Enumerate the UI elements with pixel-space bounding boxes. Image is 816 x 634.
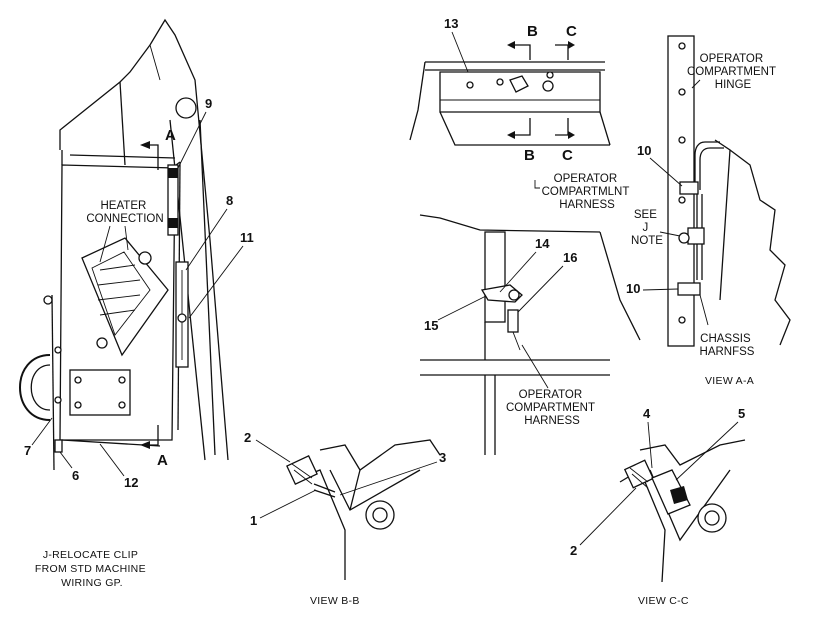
- callout-10-top: 10: [637, 143, 651, 158]
- callout-2-bb: 2: [244, 430, 251, 445]
- top-center-detail: B B C C 13 OPERATOR COMPARTMLNT HARNESS: [409, 16, 633, 211]
- section-c-bottom-arrow: [555, 118, 569, 136]
- view-cc-caption: VIEW C-C: [638, 595, 689, 607]
- section-mark-a-top: A: [165, 127, 176, 144]
- operator-compartment-hinge-label: OPERATOR COMPARTMENT HINGE: [687, 53, 779, 91]
- clip-strip: [167, 164, 179, 236]
- bb-connector: [286, 455, 318, 485]
- section-a-top-arrow: [150, 144, 159, 170]
- section-mark-c-bottom: C: [562, 147, 573, 164]
- operator-compartment-harness-label-top: OPERATOR COMPARTMLNT HARNESS: [542, 173, 633, 211]
- heater-fitting: [138, 251, 152, 265]
- callout-14: 14: [535, 236, 550, 251]
- clip-10-top: [679, 181, 699, 195]
- callout-9: 9: [205, 96, 212, 111]
- section-b-top-arrow: [515, 44, 531, 60]
- section-b-bottom-arrow: [515, 118, 531, 136]
- vertical-pillar: [484, 231, 506, 323]
- section-a-bottom-arrow: [150, 425, 159, 446]
- hinge-pin: [175, 97, 197, 119]
- section-mark-b-bottom: B: [524, 147, 535, 164]
- operator-compartment-harness-label-bottom: OPERATOR COMPARTMENT HARNESS: [506, 389, 598, 427]
- view-aa-detail: OPERATOR COMPARTMENT HINGE 10 SEE J NOTE…: [626, 35, 791, 387]
- cab-edge: [409, 61, 426, 141]
- harness-wire: [694, 141, 720, 190]
- callout-5: 5: [738, 406, 745, 421]
- clip-10-bottom: [677, 282, 701, 296]
- section-mark-b-top: B: [527, 23, 538, 40]
- chassis-harness-label: CHASSIS HARNFSS: [700, 333, 755, 358]
- center-top-edge: [419, 214, 601, 233]
- see-j-note-label: SEE J NOTE: [631, 209, 663, 247]
- center-detail: 14 16 15 OPERATOR COMPARTMENT HARNESS: [419, 214, 641, 455]
- main-assembly: A A HEATER CONNECTION 9 8 11 7 6 12: [19, 18, 254, 490]
- view-cc-detail: 4 5 2 VIEW C-C: [570, 406, 745, 607]
- heater-connection-label: HEATER CONNECTION: [86, 200, 163, 225]
- callout-8: 8: [226, 193, 233, 208]
- panel-left-edge: [51, 294, 55, 471]
- panel-top-flange: [69, 154, 176, 159]
- connector-16: [507, 309, 519, 333]
- bb-outline-top: [319, 439, 441, 471]
- callout-3: 3: [439, 450, 446, 465]
- relocate-clip-j: [687, 227, 705, 245]
- callout-6: 6: [72, 468, 79, 483]
- callout-4: 4: [643, 406, 651, 421]
- callout-15: 15: [424, 318, 438, 333]
- bb-clip: [313, 483, 336, 493]
- torn-edge: [729, 149, 791, 346]
- note-j-relocate-clip: J-RELOCATE CLIP FROM STD MACHINE WIRING …: [35, 549, 149, 589]
- callout-1: 1: [250, 513, 257, 528]
- view-bb-caption: VIEW B-B: [310, 595, 360, 607]
- view-aa-caption: VIEW A-A: [705, 375, 754, 387]
- callout-11: 11: [240, 230, 254, 245]
- section-mark-c-top: C: [566, 23, 577, 40]
- section-mark-a-bottom: A: [157, 452, 168, 469]
- callout-7: 7: [24, 443, 31, 458]
- clip-fitting: [509, 75, 529, 93]
- section-c-top-arrow: [555, 44, 569, 60]
- callout-10-bottom: 10: [626, 281, 640, 296]
- pillar-inner-edge: [119, 81, 126, 166]
- cab-pillar-outline: [59, 18, 229, 461]
- callout-13: 13: [444, 16, 458, 31]
- door-post: [199, 119, 216, 456]
- pillar-edge: [149, 44, 161, 81]
- view-bb-detail: 2 1 3 VIEW B-B: [244, 430, 446, 607]
- cc-outline-top: [639, 439, 746, 466]
- cc-connector: [623, 459, 655, 489]
- callout-2-cc: 2: [570, 543, 577, 558]
- grab-handle: [19, 354, 51, 421]
- callout-16: 16: [563, 250, 577, 265]
- callout-12: 12: [124, 475, 138, 490]
